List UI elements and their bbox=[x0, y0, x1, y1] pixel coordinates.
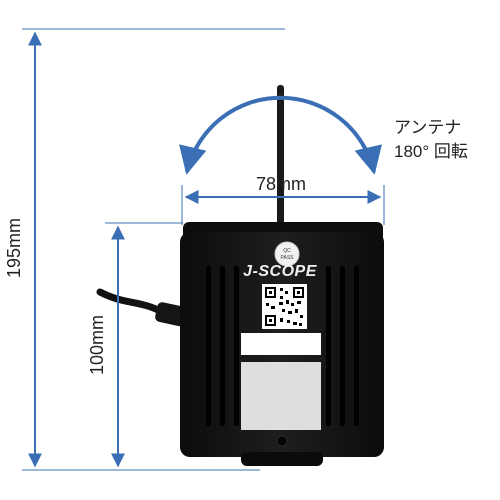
height-total-label: 195mm bbox=[4, 218, 24, 278]
qr-code bbox=[262, 284, 307, 329]
cable-strain-relief bbox=[155, 302, 187, 327]
antenna-note-line2: 180° 回転 bbox=[394, 142, 468, 161]
antenna-rotation-arc bbox=[179, 95, 382, 175]
spec-label bbox=[241, 362, 321, 430]
antenna-note-line1: アンテナ bbox=[394, 118, 461, 137]
brand-logo-text: J-SCOPE bbox=[243, 263, 318, 280]
indicator-led bbox=[276, 435, 288, 447]
vent-grille-right bbox=[326, 266, 359, 426]
qc-sticker-line2: PASS bbox=[281, 255, 295, 261]
vent-grille-left bbox=[206, 266, 239, 426]
height-body-label: 100mm bbox=[87, 315, 107, 375]
label-strip bbox=[241, 333, 321, 355]
antenna bbox=[277, 85, 284, 235]
qc-sticker bbox=[274, 241, 300, 267]
qc-sticker-line1: QC bbox=[283, 248, 291, 254]
lens-mount bbox=[241, 452, 323, 466]
width-label: 78mm bbox=[256, 174, 306, 194]
